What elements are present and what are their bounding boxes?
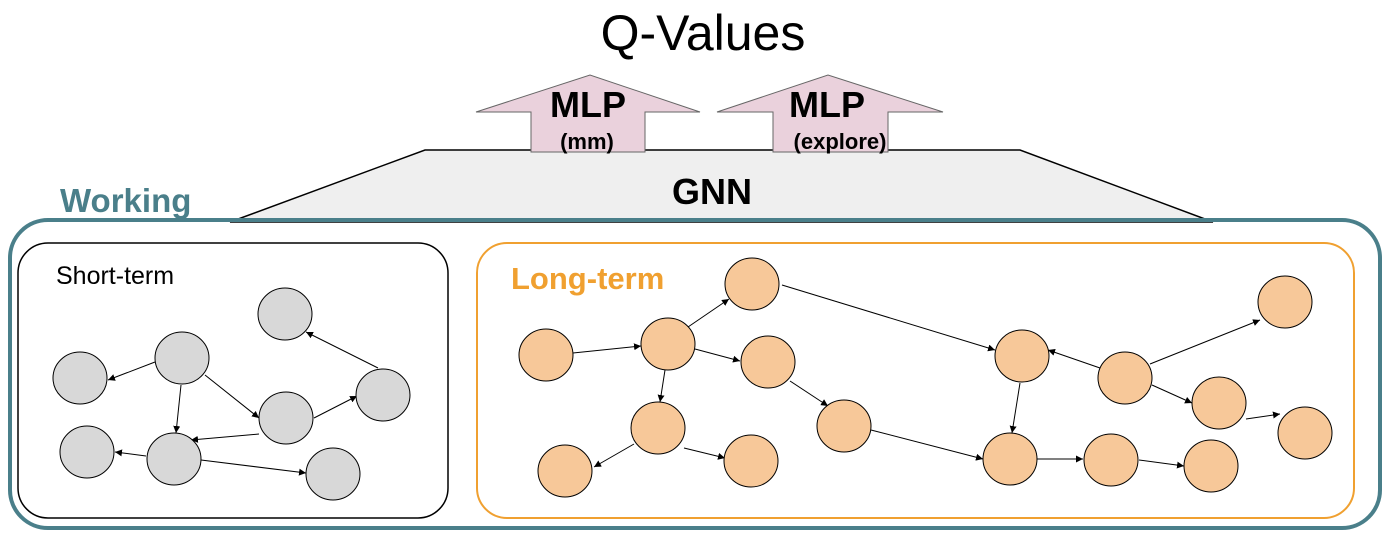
short-term-edge — [200, 459, 307, 476]
working-memory-box — [8, 218, 1382, 530]
long-term-edge — [572, 343, 642, 354]
long-term-edge — [1149, 319, 1261, 365]
mlp-mm-sublabel: (mm) — [560, 129, 614, 154]
short-term-edge — [313, 395, 358, 419]
short-term-node — [154, 331, 210, 385]
long-term-edge — [1138, 459, 1185, 469]
long-term-edge — [781, 284, 996, 352]
long-term-node — [982, 432, 1038, 486]
long-term-edge — [1047, 348, 1101, 369]
long-term-edge — [687, 298, 730, 328]
short-term-label: Short-term — [56, 262, 174, 290]
mlp-mm-label: MLP — [550, 84, 626, 125]
short-term-node — [258, 391, 314, 445]
long-term-node — [816, 399, 872, 453]
short-term-edge — [107, 361, 156, 381]
short-term-edge — [204, 374, 260, 419]
short-term-node — [257, 287, 313, 341]
long-term-node — [1097, 351, 1153, 405]
short-term-node — [59, 425, 115, 479]
long-term-node — [723, 434, 779, 488]
long-term-node — [1183, 439, 1239, 493]
short-term-nodes — [52, 287, 411, 501]
short-term-node — [355, 368, 411, 422]
long-term-edge — [870, 429, 984, 461]
long-term-node — [640, 317, 696, 371]
short-term-edge — [305, 331, 379, 369]
long-term-edge — [683, 447, 726, 460]
long-term-edge — [1245, 411, 1281, 420]
long-term-node — [1191, 376, 1247, 430]
long-term-edge — [789, 380, 829, 407]
short-term-node — [146, 432, 202, 486]
long-term-node — [1277, 406, 1333, 460]
short-term-node — [305, 447, 361, 501]
mlp-mm-arrow — [475, 74, 701, 153]
long-term-edge — [1009, 382, 1021, 434]
gnn-label: GNN — [672, 171, 752, 212]
short-term-node — [52, 351, 108, 405]
long-term-edge — [657, 369, 666, 403]
short-term-edge — [173, 384, 182, 434]
mlp-explore-sublabel: (explore) — [794, 129, 887, 154]
long-term-label: Long-term — [511, 261, 664, 296]
diagram-title: Q-Values — [601, 5, 806, 61]
working-memory-label: Working — [60, 182, 191, 219]
mlp-explore-label: MLP — [789, 84, 865, 125]
short-term-edge — [114, 449, 147, 457]
long-term-node — [1083, 433, 1139, 487]
long-term-node — [518, 328, 574, 382]
long-term-node — [1257, 275, 1313, 329]
long-term-node — [630, 401, 686, 455]
long-term-node — [994, 329, 1050, 383]
mlp-explore-arrow — [716, 74, 944, 153]
long-term-node — [724, 257, 780, 311]
long-term-edge — [1151, 384, 1193, 404]
long-term-edges — [572, 284, 1281, 469]
long-term-edge — [593, 443, 635, 468]
short-term-edge — [190, 433, 260, 443]
long-term-nodes — [518, 257, 1333, 498]
short-term-edges — [107, 331, 379, 476]
long-term-node — [537, 444, 593, 498]
long-term-node — [740, 335, 796, 389]
long-term-edge — [694, 348, 741, 363]
